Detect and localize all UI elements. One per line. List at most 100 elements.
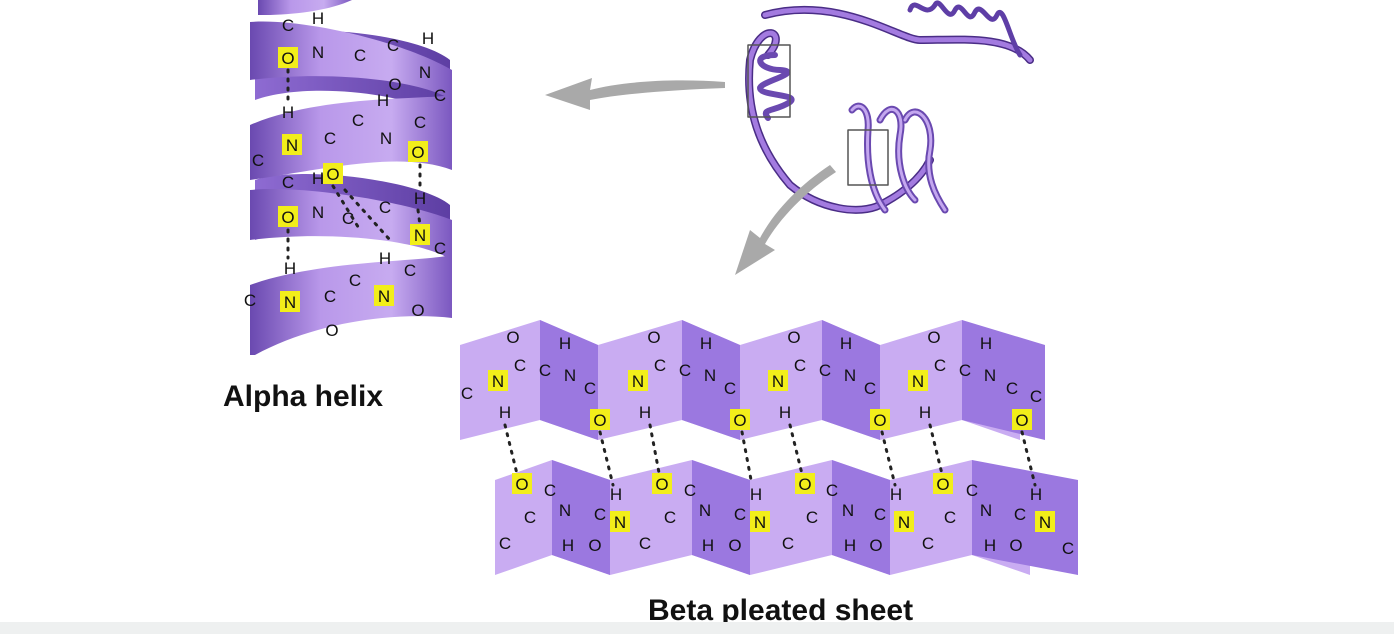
helix-h-bond-3 (416, 208, 422, 227)
beta-top-atom-20: H (779, 403, 791, 422)
beta-bottom-atom-6: H (610, 485, 622, 504)
beta-bottom-atom-4: N (559, 501, 571, 520)
helix-atom-34: C (404, 261, 416, 280)
beta-bottom-atom-8: O (588, 536, 601, 555)
helix-atom-25: C (379, 198, 391, 217)
beta-top-atom-9: O (593, 411, 606, 430)
h-bond-4 (740, 430, 754, 487)
beta-bottom-highlight-29 (894, 511, 914, 532)
ribbon-coil-left (757, 52, 795, 121)
helix-atom-26: H (414, 189, 426, 208)
protein-ribbon (745, 0, 1034, 214)
alpha-helix-caption: Alpha helix (223, 380, 384, 413)
beta-top-atom-22: O (787, 328, 800, 347)
ribbon-main (746, 7, 1033, 213)
h-bond-7 (928, 423, 945, 480)
pleat-bot-6 (832, 460, 890, 575)
beta-bottom-atom-14: N (699, 501, 711, 520)
helix-highlight-17 (408, 141, 428, 162)
beta-top-atom-13: O (647, 328, 660, 347)
beta-bottom-atom-29: N (898, 513, 910, 532)
beta-top-atom-37: C (1030, 387, 1042, 406)
helix-atom-22: O (281, 208, 294, 227)
helix-atom-27: N (414, 226, 426, 245)
beta-top-atom-0: C (461, 384, 473, 403)
helix-atom-19: C (252, 151, 264, 170)
helix-atom-23: N (312, 203, 324, 222)
helix-atom-30: H (379, 249, 391, 268)
helix-atom-1: H (312, 9, 324, 28)
h-bond-5 (788, 423, 805, 480)
beta-bottom-atom-21: C (806, 508, 818, 527)
beta-bottom-atom-7: C (594, 505, 606, 524)
helix-h-bond-5 (343, 188, 392, 242)
beta-sheet-bottom-strand (495, 460, 1078, 575)
beta-top-atom-16: N (704, 366, 716, 385)
helix-h-bond-4 (331, 184, 362, 232)
helix-atom-36: O (325, 321, 338, 340)
pleat-bot-4 (692, 460, 750, 575)
pleat-top-4 (682, 320, 740, 440)
helix-band-1 (250, 21, 452, 100)
helix-atom-6: H (422, 29, 434, 48)
helix-atom-16: C (414, 113, 426, 132)
helix-band-3 (250, 189, 452, 260)
helix-region-box (747, 44, 791, 118)
helix-atom-14: C (324, 129, 336, 148)
helix-atom-38: C (244, 291, 256, 310)
beta-top-highlight-19 (768, 370, 788, 391)
beta-top-atom-33: H (980, 334, 992, 353)
helix-highlight-13 (282, 134, 302, 155)
beta-bottom-highlight-30 (933, 473, 953, 494)
bottom-strip (0, 622, 1394, 634)
beta-bottom-atom-30: O (936, 475, 949, 494)
beta-top-atom-14: C (679, 361, 691, 380)
beta-bottom-atom-10: O (655, 475, 668, 494)
hydrogen-bonds (503, 423, 1037, 487)
beta-top-atom-4: O (506, 328, 519, 347)
beta-bottom-atom-28: O (869, 536, 882, 555)
helix-atom-29: H (284, 259, 296, 278)
beta-bottom-highlight-19 (750, 511, 770, 532)
beta-top-atom-36: O (1015, 411, 1028, 430)
helix-atom-33: N (378, 287, 390, 306)
helix-atom-10: H (377, 91, 389, 110)
beta-bottom-atom-36: H (1030, 485, 1042, 504)
helix-atom-12: C (352, 111, 364, 130)
beta-top-atom-12: C (654, 356, 666, 375)
beta-bottom-atom-20: O (798, 475, 811, 494)
arrows (545, 78, 836, 275)
helix-atom-4: C (354, 46, 366, 65)
beta-top-atom-3: C (514, 356, 526, 375)
beta-bottom-atom-12: C (639, 534, 651, 553)
sheet-region-box (847, 129, 889, 186)
helix-atom-17: O (411, 143, 424, 162)
helix-atom-28: C (434, 239, 446, 258)
beta-top-highlight-1 (488, 370, 508, 391)
helix-band-2 (250, 95, 452, 180)
helix-atom-20: C (282, 173, 294, 192)
beta-top-atom-31: O (927, 328, 940, 347)
beta-bottom-atom-1: C (524, 508, 536, 527)
beta-bottom-atom-15: H (702, 536, 714, 555)
beta-top-atom-8: C (584, 379, 596, 398)
helix-atom-24: C (342, 209, 354, 228)
helix-atom-0: C (282, 16, 294, 35)
beta-top-atom-17: C (724, 379, 736, 398)
helix-atom-35: C (349, 271, 361, 290)
helix-band-4 (250, 255, 452, 355)
beta-bottom-atom-40: C (1062, 539, 1074, 558)
beta-bottom-atom-39: N (1039, 513, 1051, 532)
beta-top-highlight-9 (590, 409, 610, 430)
pleat-bot-8 (972, 460, 1078, 575)
beta-top-atom-11: H (639, 403, 651, 422)
beta-top-atom-15: H (700, 334, 712, 353)
alpha-helix-ribbon (250, 0, 452, 355)
beta-bottom-atom-31: C (944, 508, 956, 527)
pleat-top-6 (822, 320, 880, 440)
beta-bottom-atom-33: C (966, 481, 978, 500)
beta-top-atom-26: C (864, 379, 876, 398)
helix-band-top (258, 0, 352, 15)
beta-top-atom-10: N (632, 372, 644, 391)
